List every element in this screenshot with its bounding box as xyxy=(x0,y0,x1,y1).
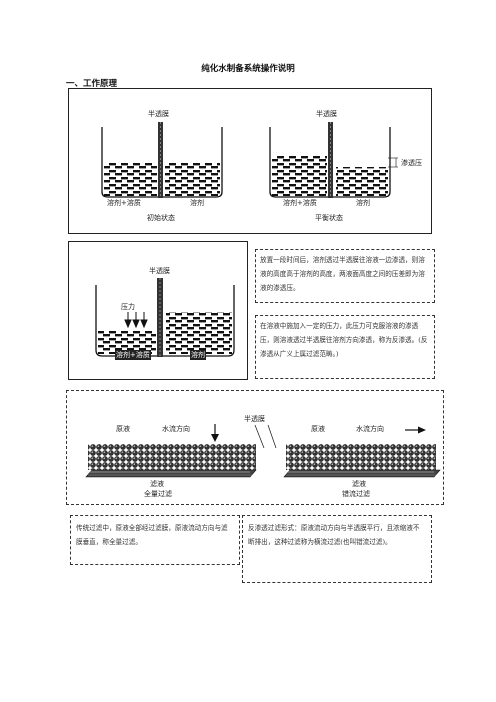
text-box-dead-end: 传统过滤中，原液全部经过滤膜，原液流动方向与滤膜垂直，称全量过滤。 xyxy=(70,515,240,565)
figure-reverse-osmosis-panel xyxy=(68,241,248,380)
label-filtrate-right: 滤液 xyxy=(352,480,366,488)
text-box-reverse-osmosis: 在溶液中施加入一定的压力，此压力可克服溶液的渗透压，则溶液透过半透膜往溶剂方向渗… xyxy=(255,315,435,379)
document-title: 纯化水制备系统操作说明 xyxy=(201,64,295,74)
text-box-osmosis: 放置一段时间后，溶剂透过半透膜往溶液一边渗透，则溶液的高度高于溶剂的高度，两液面… xyxy=(255,249,435,303)
label-solution-initial: 溶剂+溶质 xyxy=(107,199,141,207)
label-solution-ro: 溶剂+溶质 xyxy=(115,350,151,360)
label-solvent-ro: 溶剂 xyxy=(190,350,206,360)
section-heading: 一、工作原理 xyxy=(66,79,118,89)
beaker-initial xyxy=(101,122,223,198)
caption-equilibrium-state: 平衡状态 xyxy=(315,214,343,222)
figure-osmosis-panel xyxy=(68,88,432,234)
text-box-cross-flow: 反渗透过滤形式：原液流动方向与半透膜平行，且浓缩液不断排出，这种过滤称为横流过滤… xyxy=(242,515,432,583)
label-solvent-initial: 溶剂 xyxy=(190,199,204,207)
beaker-equilibrium xyxy=(269,122,398,198)
label-raw-liquid-left: 原液 xyxy=(116,425,130,433)
label-flow-direction-right: 水流方向 xyxy=(356,425,384,433)
pressure-arrows xyxy=(124,312,148,329)
label-solution-equilibrium: 溶剂+溶质 xyxy=(283,199,317,207)
filtration-diagram xyxy=(85,424,441,478)
label-osmotic-pressure: 渗透压 xyxy=(401,159,422,167)
caption-initial-state: 初始状态 xyxy=(147,214,175,222)
label-membrane-initial: 半透膜 xyxy=(148,110,169,118)
label-solvent-equilibrium: 溶剂 xyxy=(356,199,370,207)
caption-cross-flow-filtration: 错流过滤 xyxy=(342,490,370,498)
label-flow-direction-left: 水流方向 xyxy=(162,425,190,433)
label-membrane-filtration: 半透膜 xyxy=(244,415,265,423)
figure-filtration-panel xyxy=(66,390,444,505)
label-pressure: 压力 xyxy=(121,303,135,311)
label-membrane-equilibrium: 半透膜 xyxy=(316,110,337,118)
label-membrane-ro: 半透膜 xyxy=(149,267,170,275)
caption-dead-end-filtration: 全量过滤 xyxy=(144,490,172,498)
label-filtrate-left: 滤液 xyxy=(150,480,164,488)
label-raw-liquid-right: 原液 xyxy=(311,425,325,433)
